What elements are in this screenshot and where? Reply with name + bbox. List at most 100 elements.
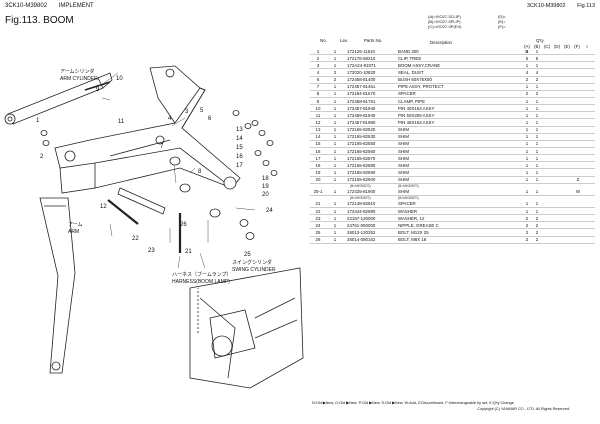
item-number: 2 [316,55,320,61]
level: 2 [333,70,337,76]
part-description: SHIM [398,134,409,140]
swing-cyl-label-jp: スイングシリンダ [232,259,272,266]
qty-col-header: I [586,44,588,49]
part-description: BOOM ASSY,CRANE [398,62,441,68]
qty-b: 2 [535,215,539,221]
callout-number: 24 [266,208,273,214]
swing-cyl-label-en: SWING CYLINDER [232,267,276,273]
parts-table: No. Lev. Parts No. Description Q'ty (A)(… [310,38,595,244]
item-number: 10 [315,105,321,111]
qty-col-header: R [525,49,529,54]
pins-drawing [84,81,182,253]
item-number: 21 [315,201,321,207]
serial-note: (B>MH30870) [350,195,371,200]
qty-a: 1 [525,201,529,207]
header-no: No. [320,38,327,43]
part-description: PIN 40X153 ASSY [398,105,435,111]
callout-number: 1 [36,118,40,124]
part-number: 172165-82600 [347,177,376,183]
part-number: 172458-81400 [347,77,376,83]
callout-number: 23 [148,248,155,254]
qty-b: 1 [535,208,539,214]
callout-number: 2 [40,154,44,160]
header-lev: Lev. [340,38,348,43]
item-number: 20 [315,177,321,183]
qty-b: 2 [535,222,539,228]
qty-b: 1 [535,112,539,118]
part-description: SHIM [398,177,409,183]
arm-cyl-label-en: ARM CYLINDER [60,76,98,82]
part-number: 172020-10820 [347,70,376,76]
part-number: 172459-81940 [347,112,376,118]
level: 1 [333,48,337,54]
header-description: Description [430,40,452,45]
serial-note-row: (B>MH30870)(B>MH30870) [310,196,595,201]
callout-number: 10 [116,76,123,82]
callout-number: 9 [96,87,100,93]
item-number: 8 [316,91,320,97]
qty-b: 1 [535,98,539,104]
qty-b: 1 [535,148,539,154]
qty-col-header: (A) [524,44,530,49]
level: 1 [333,162,337,168]
level: 1 [333,189,337,195]
item-number: 1 [316,48,320,54]
level: 1 [333,215,337,221]
qty-a: 1 [525,155,529,161]
item-number: 16 [315,148,321,154]
level: 1 [333,55,337,61]
callout-number: 17 [236,163,243,169]
item-number: 19 [315,169,321,175]
item-number: 15 [315,141,321,147]
qty-a: 1 [525,62,529,68]
part-number: 172457-81451 [347,84,376,90]
qty-b: 1 [535,84,539,90]
callout-number: 4 [168,116,172,122]
item-number: 4 [316,70,320,76]
qty-a: 1 [525,105,529,111]
part-number: 172165-82550 [347,141,376,147]
qty-a: 1 [525,120,529,125]
item-number: 26 [315,237,321,243]
level: 1 [333,237,337,243]
qty-a: 1 [525,148,529,154]
qty-a: 2 [525,222,529,228]
callout-number: 19 [262,184,269,190]
part-description: SHIM [398,162,409,168]
part-number: 172165-82580 [347,162,376,168]
part-number: 172184-81670 [347,91,376,97]
qty-col-header: (C) [543,44,551,49]
callout-number: 18 [262,176,269,182]
callout-number: 15 [236,145,243,151]
callout-number: 26 [180,222,187,228]
arm-label-jp: アーム [68,222,83,228]
level: 1 [333,141,337,147]
arm-cyl-label-jp: アームシリンダ [60,68,95,75]
part-description: NIPPLE, GREASE C [398,222,439,228]
arm-drawing [39,197,76,374]
section-name: IMPLEMENT [58,3,94,9]
level: 1 [333,98,337,104]
level: 1 [333,91,337,97]
part-number: 24761-050000 [347,222,376,228]
qty-a: 2 [525,77,529,83]
qty-b: 1 [535,155,539,161]
part-description: SHIM [398,155,409,161]
qty-b: 1 [535,127,539,133]
callout-numbers: 1234567891011121314151617181920212223242… [36,76,273,258]
qty-b: 2 [535,229,539,235]
serial-note-row: (B>MH30870)(B>MH30870) [310,184,595,189]
qty-a: 1 [525,112,529,118]
part-number: 172165-82560 [347,148,376,154]
qty-b: 2 [535,77,539,83]
part-description: CLAMP, PIPE [398,98,426,104]
